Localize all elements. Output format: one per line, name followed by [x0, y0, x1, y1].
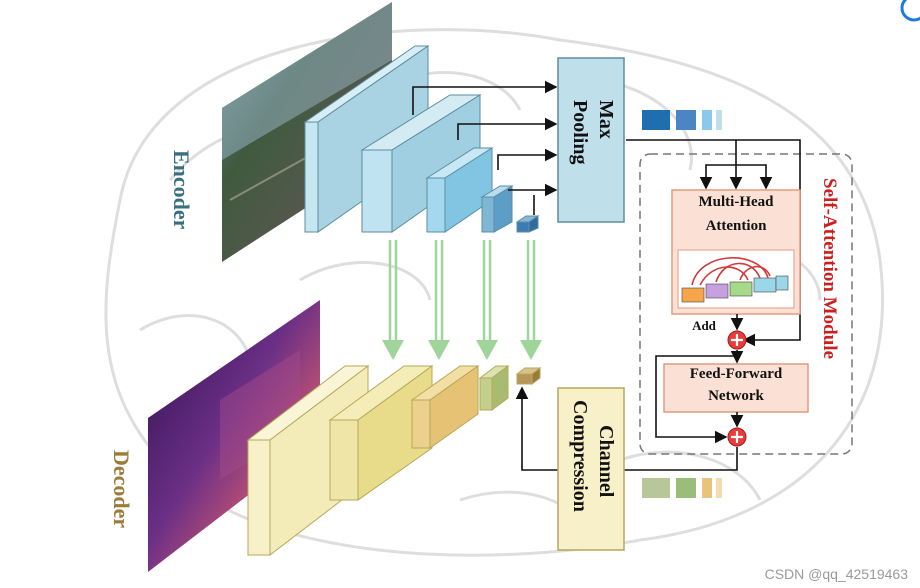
attention-arcs [691, 257, 771, 286]
encoder-label: Encoder [169, 150, 194, 230]
add-circle-2 [727, 427, 747, 447]
corner-logo-fragment [900, 0, 920, 22]
skip-connection-4 [520, 240, 542, 360]
add-circle-1 [727, 330, 747, 350]
encoder-block-5 [515, 215, 540, 233]
feed-forward-box [663, 363, 809, 413]
encoder-block-4 [480, 185, 514, 233]
feed-forward-label-1: Feed-Forward [689, 366, 783, 382]
decoder-block-3 [410, 365, 480, 449]
decoder-blocks [246, 364, 542, 557]
encoder-block-1 [303, 45, 430, 233]
skip-connection-1 [382, 240, 404, 360]
decoder-label: Decoder [109, 450, 134, 529]
self-attention-module-label: Self-Attention Module [819, 178, 840, 360]
channel-compression-label-1: Channel [595, 425, 617, 498]
multi-head-label-1: Multi-Head [698, 194, 774, 210]
add-label: Add [692, 318, 716, 333]
decoder-block-5 [515, 367, 542, 385]
decoder-block-4 [478, 365, 510, 411]
skip-connection-3 [476, 240, 498, 360]
multi-head-attention-box [671, 189, 801, 315]
feed-forward-label-2: Network [708, 388, 764, 404]
max-pooling-box [557, 57, 625, 223]
channel-compression-label-2: Compression [569, 400, 591, 512]
skip-connections [382, 240, 542, 360]
attention-flow-arrows [515, 314, 744, 471]
encoder-to-pooling-arrows [412, 80, 558, 215]
multi-head-label-2: Attention [705, 218, 767, 234]
skip-connection-2 [428, 240, 450, 360]
decoder-output-depthmap [148, 300, 320, 572]
self-attention-container [639, 153, 853, 455]
output-token-strip [642, 478, 722, 498]
max-pooling-label-1: Max [595, 100, 617, 139]
pooled-token-strip [642, 110, 722, 130]
attention-cubes [681, 275, 789, 303]
watermark: CSDN @qq_42519463 [764, 566, 908, 582]
max-pooling-label-2: Pooling [569, 100, 591, 165]
encoder-block-3 [425, 147, 494, 233]
channel-compression-box [557, 387, 625, 551]
